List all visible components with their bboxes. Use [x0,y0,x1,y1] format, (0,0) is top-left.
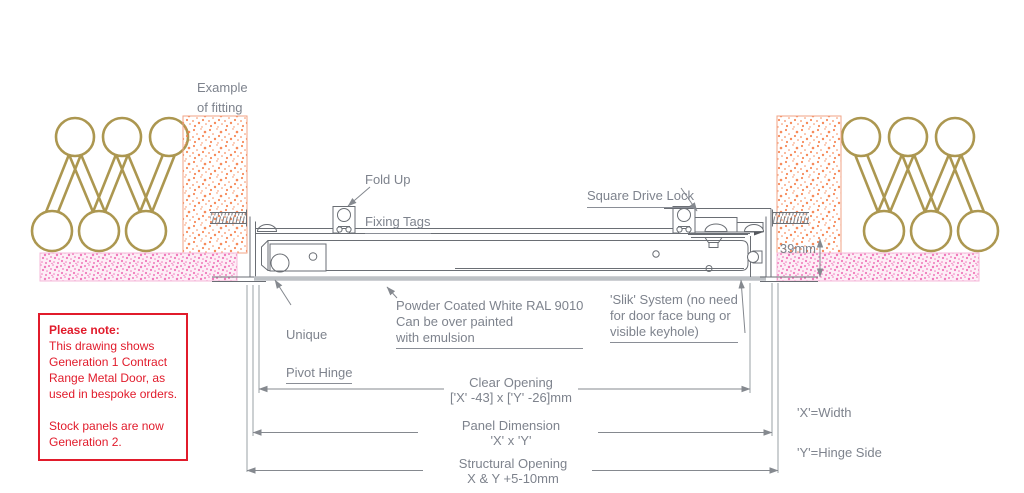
square-drive-lock-text: Square Drive Lock [587,186,694,208]
panel-dimension-title: Panel Dimension [461,418,561,433]
example-of-fitting-label: Example of fitting [197,80,248,115]
panel-dimension-formula: 'X' x 'Y' [490,433,532,448]
clear-opening-title: Clear Opening [469,375,553,390]
clear-opening-label: Clear Opening ['X' -43] x ['Y' -26]mm [380,375,642,405]
powder-coated-leader [386,286,398,299]
leader-lines [274,186,746,334]
xy-definitions-label: 'X'=Width 'Y'=Hinge Side [797,383,882,483]
insulation-batt-right [840,116,1000,253]
please-note-box: Please note: This drawing shows Generati… [38,313,188,461]
dimension-lines [246,238,824,474]
dimension-extension-lines [246,283,779,473]
fold-up-line: Fold Up [365,172,411,187]
fixing-tags-line: Fixing Tags [365,211,431,234]
panel-dimension-label: Panel Dimension 'X' x 'Y' [380,418,642,448]
clear-opening-formula: ['X' -43] x ['Y' -26]mm [450,390,572,405]
frame-right [664,208,818,282]
structural-opening-formula: X & Y +5-10mm [467,471,559,486]
insulation-batt-left [30,116,190,253]
slik-system-label: 'Slik' System (no need for door face bun… [610,292,738,343]
unique-pivot-hinge-label: Unique Pivot Hinge [286,306,353,384]
note-paragraph-2: Stock panels are now Generation 2. [49,419,164,449]
ceiling-plaster-right [776,252,980,282]
slik-system-leader [738,279,746,334]
frame-depth-label: 39mm [779,241,816,256]
door-panel [254,228,766,281]
ceiling-plaster-left [39,252,238,282]
pivot-hinge-line: Pivot Hinge [286,363,353,384]
wall-section-right [776,115,842,254]
fixing-tag-right [672,206,696,234]
unique-line: Unique [286,327,328,342]
pivot-hinge [269,243,327,273]
note-paragraph-1: This drawing shows Generation 1 Contract… [49,339,178,401]
fixing-tag-left [332,206,356,234]
fold-up-fixing-tags-label: Fold Up Fixing Tags [365,148,431,234]
square-drive-lock-leader [680,187,698,212]
fixing-screw-left [210,209,247,227]
pivot-hinge-leader [274,279,292,306]
fixing-screw-right [772,209,809,227]
note-heading: Please note: [49,323,120,337]
powder-coated-label: Powder Coated White RAL 9010 Can be over… [396,298,584,349]
square-drive-lock-assembly [688,217,764,248]
wall-section-left [182,115,248,254]
x-definition: 'X'=Width [797,405,852,420]
structural-opening-label: Structural Opening X & Y +5-10mm [382,456,644,486]
y-definition: 'Y'=Hinge Side [797,445,882,460]
square-drive-lock-label: Square Drive Lock [587,166,694,208]
fixing-tags-leader [347,186,371,207]
structural-opening-title: Structural Opening [458,456,568,471]
